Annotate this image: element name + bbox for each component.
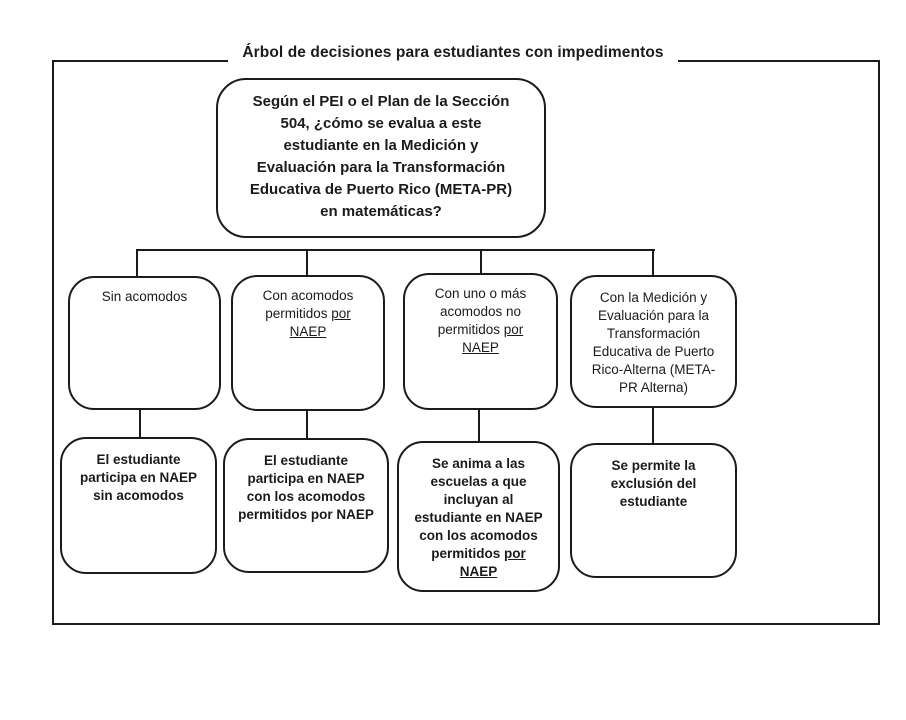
branch-drop-line-4 xyxy=(652,249,654,276)
branch-drop-line-1 xyxy=(136,249,138,277)
outcome-connector-line-2 xyxy=(306,410,308,439)
text-line: Transformación xyxy=(606,326,701,341)
text-line: incluyan al xyxy=(443,492,514,507)
text-line: Con acomodos xyxy=(262,288,354,303)
text-line: permitidos por xyxy=(405,321,556,339)
outcome-connector-line-3 xyxy=(478,409,480,442)
outcome-connector-line-4 xyxy=(652,407,654,444)
text-line: Sin acomodos xyxy=(101,289,188,304)
branch-horizontal-line xyxy=(136,249,655,251)
text-segment: permitidos xyxy=(265,306,332,321)
text-segment: permitidos xyxy=(431,546,504,561)
text-line: con los acomodos xyxy=(419,528,538,543)
outcome-node-se-anima-incluir: Se anima a las escuelas a que incluyan a… xyxy=(397,441,560,592)
branch-drop-line-3 xyxy=(480,249,482,274)
outcome-node-exclusion: Se permite la exclusión del estudiante xyxy=(570,443,737,578)
text-line: 504, ¿cómo se evalua a este xyxy=(280,115,482,132)
text-line: Con uno o más xyxy=(434,286,527,301)
option-node-sin-acomodos: Sin acomodos xyxy=(68,276,221,410)
diagram-title: Árbol de decisiones para estudiantes con… xyxy=(228,40,678,66)
text-line: Educativa de Puerto Rico (META-PR) xyxy=(249,181,513,198)
outcome-node-participa-sin-acomodos: El estudiante participa en NAEP sin acom… xyxy=(60,437,217,574)
text-line: Se anima a las xyxy=(431,456,526,471)
text-line: sin acomodos xyxy=(93,488,184,503)
text-line: Evaluación para la Transformación xyxy=(256,159,506,176)
option-node-meta-pr-alterna: Con la Medición y Evaluación para la Tra… xyxy=(570,275,737,408)
diagram-title-row: Árbol de decisiones para estudiantes con… xyxy=(0,40,906,66)
text-line: estudiante xyxy=(619,494,688,509)
question-node: Según el PEI o el Plan de la Sección 504… xyxy=(216,78,546,238)
text-line: Según el PEI o el Plan de la Sección xyxy=(252,93,510,110)
text-line: El estudiante xyxy=(263,453,349,468)
text-line: estudiante en NAEP xyxy=(414,510,543,525)
text-segment: permitidos xyxy=(437,322,504,337)
text-line: NAEP xyxy=(405,339,556,357)
underlined-text: NAEP xyxy=(462,340,499,355)
text-line: NAEP xyxy=(233,323,383,341)
underlined-text: NAEP xyxy=(289,324,327,339)
text-line: Rico-Alterna (META- xyxy=(591,362,716,377)
text-line: acomodos no xyxy=(439,304,522,319)
option-node-con-acomodos-permitidos: Con acomodos permitidos por NAEP xyxy=(231,275,385,411)
underlined-text: por xyxy=(504,546,526,561)
text-line: Con la Medición y xyxy=(599,290,708,305)
option-node-acomodos-no-permitidos: Con uno o más acomodos no permitidos por… xyxy=(403,273,558,410)
text-line: permitidos por xyxy=(233,305,383,323)
text-line: permitidos por xyxy=(399,545,558,563)
outcome-node-participa-con-acomodos: El estudiante participa en NAEP con los … xyxy=(223,438,389,573)
underlined-text: NAEP xyxy=(459,564,498,579)
text-line: PR Alterna) xyxy=(618,380,689,395)
underlined-text: por xyxy=(503,322,524,337)
text-line: El estudiante xyxy=(96,452,181,467)
text-line: exclusión del xyxy=(610,476,697,491)
branch-drop-line-2 xyxy=(306,249,308,276)
outcome-connector-line-1 xyxy=(139,409,141,438)
text-line: NAEP xyxy=(399,563,558,581)
text-line: participa en NAEP xyxy=(79,470,198,485)
text-line: en matemáticas? xyxy=(320,203,442,220)
text-line: con los acomodos xyxy=(246,489,366,504)
text-line: Evaluación para la xyxy=(597,308,710,323)
text-line: escuelas a que xyxy=(430,474,527,489)
underlined-text: por xyxy=(331,306,351,321)
text-line: permitidos por NAEP xyxy=(238,507,374,522)
text-line: participa en NAEP xyxy=(247,471,365,486)
text-line: Se permite la xyxy=(611,458,696,473)
text-line: estudiante en la Medición y xyxy=(283,137,479,154)
text-line: Educativa de Puerto xyxy=(592,344,715,359)
